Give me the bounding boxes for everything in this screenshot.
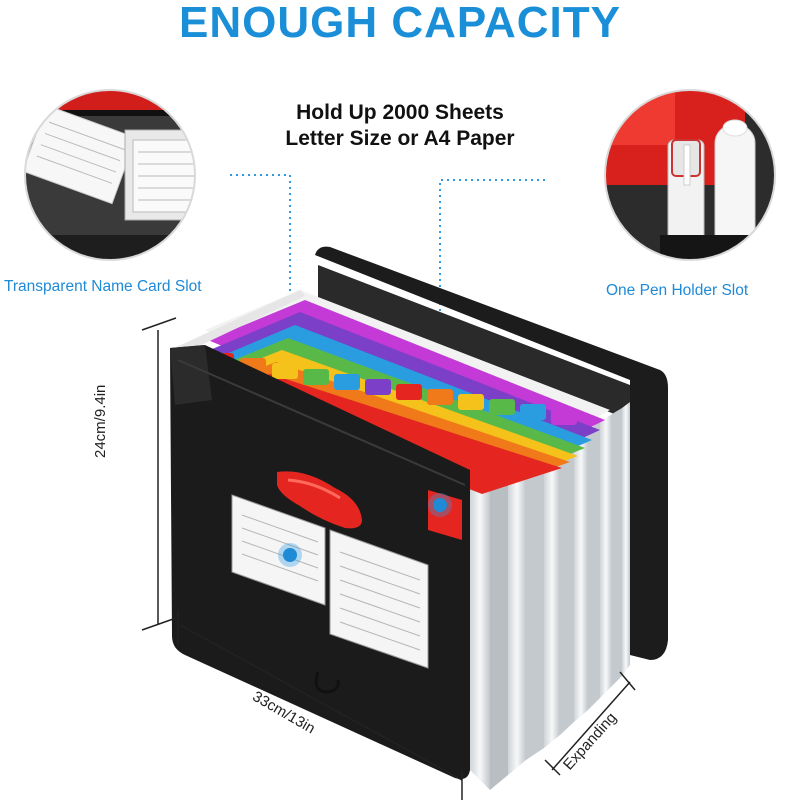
expanding-file-folder	[170, 246, 668, 790]
subtitle-line-1: Hold Up 2000 Sheets	[296, 101, 504, 124]
subtitle-line-2: Letter Size or A4 Paper	[285, 127, 515, 150]
page-title: ENOUGH CAPACITY	[179, 0, 621, 47]
folder-pleats	[470, 402, 630, 790]
name-card-detail-circle	[24, 89, 196, 261]
callout-markers	[278, 493, 452, 567]
callout-name-card-slot: Transparent Name Card Slot	[4, 278, 202, 295]
callout-pen-holder-slot: One Pen Holder Slot	[606, 282, 749, 299]
capacity-subtitle: Hold Up 2000 Sheets Letter Size or A4 Pa…	[230, 100, 570, 152]
dimension-lines	[141, 317, 636, 800]
height-dimension-label: 24cm/9.4in	[92, 384, 109, 458]
pen-holder-detail-circle	[604, 89, 776, 261]
